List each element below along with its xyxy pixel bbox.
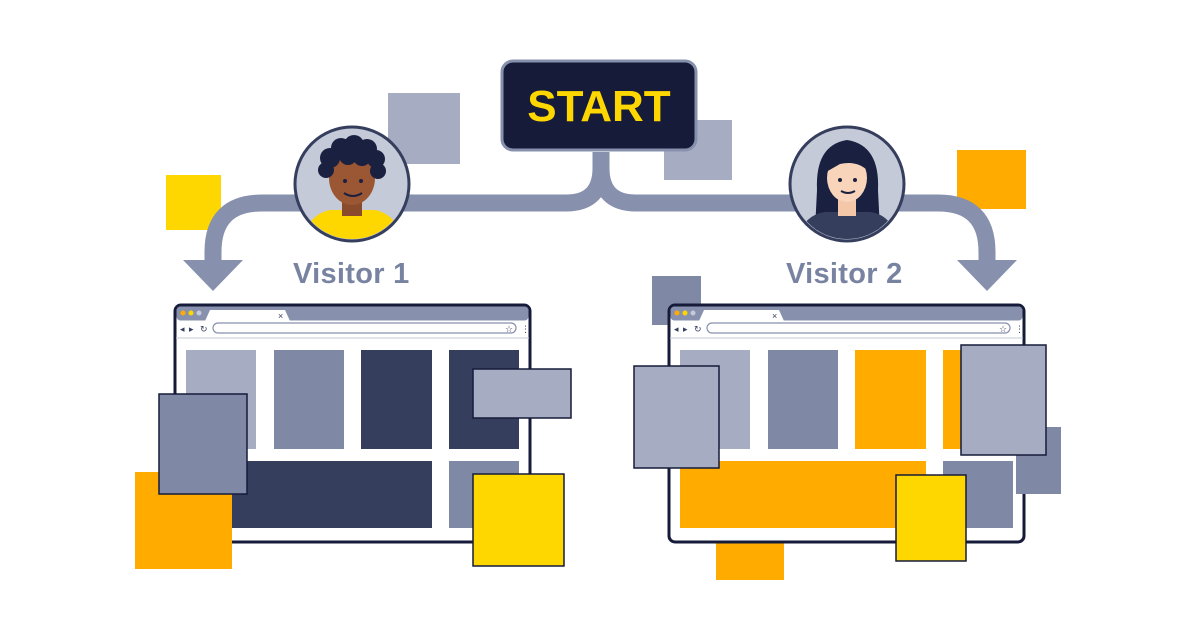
deco-square-yellow — [895, 474, 967, 562]
deco-square-gray — [633, 365, 720, 469]
deco-square-orange — [957, 150, 1026, 209]
window-dot-gray-icon — [196, 310, 202, 316]
deco-square-gray — [960, 344, 1047, 456]
arrow-right — [592, 167, 996, 262]
start-label: START — [527, 82, 671, 131]
visitor-1-label: Visitor 1 — [293, 258, 410, 290]
visitor-2-label: Visitor 2 — [786, 258, 903, 290]
window-dot-yellow-icon — [682, 310, 688, 316]
star-icon[interactable]: ☆ — [999, 324, 1007, 334]
address-bar[interactable] — [212, 322, 517, 334]
window-dot-gray-icon — [690, 310, 696, 316]
arrowhead-right-icon — [957, 260, 1017, 291]
deco-square-slate — [158, 393, 248, 495]
window-dot-red-icon — [674, 310, 680, 316]
tab-close-icon[interactable]: × — [278, 311, 283, 321]
browser-tab[interactable] — [205, 310, 290, 321]
browser-tab[interactable] — [699, 310, 784, 321]
window-dot-yellow-icon — [188, 310, 194, 316]
reload-icon[interactable]: ↻ — [200, 324, 208, 334]
menu-dots-icon[interactable]: ⋮ — [521, 324, 530, 334]
avatar-visitor-1 — [293, 125, 411, 243]
window-dot-red-icon — [180, 310, 186, 316]
avatar-visitor-2 — [788, 125, 906, 243]
content-block — [855, 350, 926, 449]
tab-close-icon[interactable]: × — [772, 311, 777, 321]
menu-dots-icon[interactable]: ⋮ — [1015, 324, 1024, 334]
star-icon[interactable]: ☆ — [505, 324, 513, 334]
content-block — [768, 350, 838, 449]
reload-icon[interactable]: ↻ — [694, 324, 702, 334]
forward-arrow-icon[interactable]: ▸ — [189, 324, 194, 334]
flow-arrows — [204, 152, 996, 262]
back-arrow-icon[interactable]: ◂ — [180, 324, 185, 334]
deco-square-gray — [472, 368, 572, 419]
deco-square-orange — [716, 540, 784, 580]
content-block — [274, 350, 344, 449]
arrowhead-left-icon — [183, 260, 243, 291]
deco-square-yellow — [472, 473, 565, 567]
content-block — [361, 350, 432, 449]
address-bar[interactable] — [706, 322, 1011, 334]
content-block-wide — [680, 461, 926, 528]
start-node: START — [500, 59, 698, 152]
forward-arrow-icon[interactable]: ▸ — [683, 324, 688, 334]
back-arrow-icon[interactable]: ◂ — [674, 324, 679, 334]
